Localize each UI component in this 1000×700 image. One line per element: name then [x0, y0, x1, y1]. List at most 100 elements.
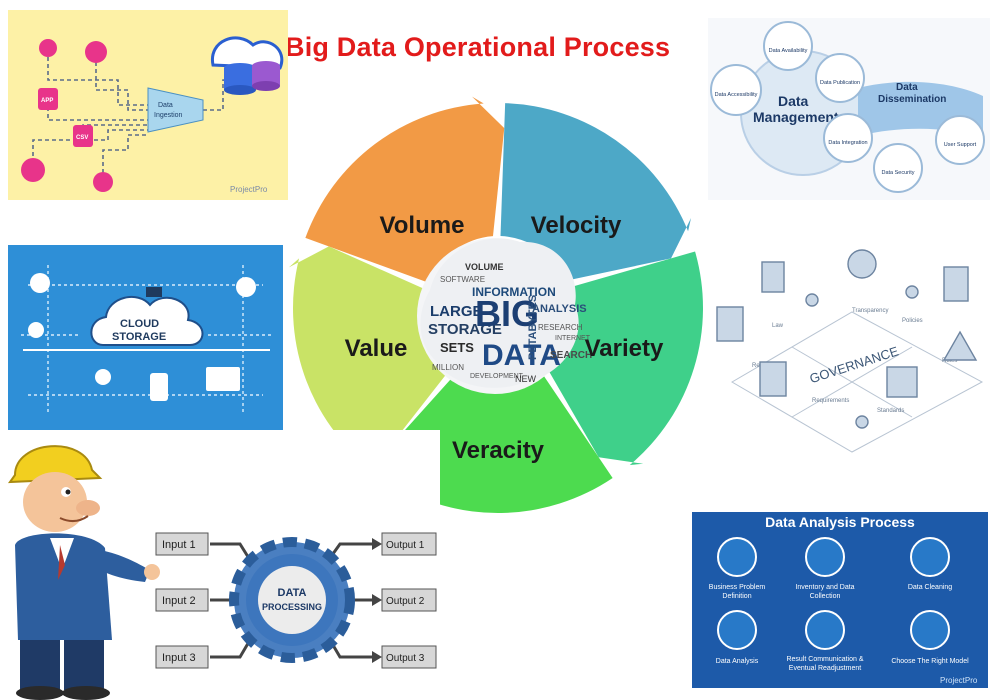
segment-label-velocity: Velocity	[531, 212, 622, 239]
server-icon	[146, 287, 162, 297]
data-processing-panel: Input 1 Input 2 Input 3 DATA PROCESSING	[0, 430, 440, 700]
step-label-cleaning: Data Cleaning	[908, 584, 952, 591]
worker-character	[7, 445, 160, 700]
node-label-integration: Data Integration	[828, 140, 867, 146]
node-security	[873, 143, 923, 193]
node-label-user-support: User Support	[944, 142, 977, 148]
dm-heading-2: Management	[753, 109, 839, 125]
person-icon	[805, 293, 819, 307]
output-label-1: Output 1	[386, 540, 425, 551]
segment-label-veracity: Veracity	[452, 437, 545, 464]
books-icon	[716, 306, 744, 342]
monitor-icon	[206, 367, 240, 391]
magnifier-icon	[847, 249, 877, 279]
cloud-word-sets: SETS	[440, 340, 474, 355]
step-label-communication-2: Eventual Readjustment	[789, 665, 861, 672]
small-cloud-icon	[30, 273, 50, 293]
person-icon-2	[905, 285, 919, 299]
person-icon-3	[855, 415, 869, 429]
upload-cloud-icon	[236, 277, 256, 297]
checklist-icon	[759, 361, 787, 397]
cloud-source-icon	[21, 158, 45, 182]
cloud-word-software: SOFTWARE	[440, 275, 485, 284]
cloud-word-storage: STORAGE	[428, 321, 502, 338]
step-icon-problem	[717, 537, 757, 577]
node-label-availability: Data Availability	[769, 48, 808, 54]
step-icon-model	[910, 610, 950, 650]
output-label-3: Output 3	[386, 653, 425, 664]
data-processing-gear-icon: DATA PROCESSING	[229, 537, 355, 663]
step-label-inventory-1: Inventory and Data	[795, 584, 854, 591]
gear-label-2: PROCESSING	[262, 602, 322, 612]
ingestion-label-1: Data	[158, 102, 173, 109]
ingestion-funnel	[147, 87, 204, 133]
database-icon	[39, 39, 57, 57]
node-label-publication: Data Publication	[820, 80, 860, 86]
warning-icon	[942, 330, 978, 361]
gavel-icon	[761, 261, 785, 293]
node-user-support	[935, 115, 985, 165]
step-icon-cleaning	[910, 537, 950, 577]
cloud-word-large: LARGE	[430, 303, 483, 320]
big-data-word-cloud: INFORMATION LARGE STORAGE BIG DATA SETS …	[417, 238, 592, 394]
gov-word-policies: Policies	[902, 318, 923, 324]
dm-heading-1: Data	[778, 93, 809, 109]
input-boxes	[155, 532, 209, 669]
wheel-segment-variety	[544, 251, 703, 466]
node-label-security: Data Security	[881, 170, 914, 176]
cloud-word-development: DEVELOPMENT	[470, 373, 524, 380]
cloud-icon	[90, 296, 204, 346]
segment-label-variety: Variety	[585, 335, 664, 362]
document-icon	[943, 266, 969, 302]
data-ingestion-panel: APP CSV Data Ingestion ProjectPro	[8, 10, 288, 200]
cloud-word-petabytes: PETABYTES	[527, 295, 539, 360]
page-title: Big Data Operational Process	[285, 32, 671, 62]
step-label-problem-1: Business Problem	[709, 584, 766, 591]
cloud-storage-panel: CLOUD STORAGE	[8, 245, 283, 430]
step-label-communication-1: Result Communication &	[786, 656, 863, 663]
step-icon-analysis	[717, 610, 757, 650]
analysis-logo: ProjectPro	[940, 676, 978, 685]
network-icon	[28, 322, 44, 338]
cloud-word-search: SEARCH	[550, 350, 592, 361]
ingestion-label-2: Ingestion	[154, 112, 183, 119]
node-publication	[815, 53, 865, 103]
cloud-word-information: INFORMATION	[472, 285, 556, 299]
cloud-word-big: BIG	[475, 293, 539, 334]
node-integration	[823, 113, 873, 163]
wheel-segment-value	[288, 246, 454, 470]
step-label-inventory-2: Collection	[810, 593, 841, 600]
input-label-2: Input 2	[162, 595, 196, 607]
wheel-segment-volume	[305, 96, 505, 284]
data-analysis-panel: Data Analysis Process Business Problem D…	[692, 512, 988, 688]
cloud-database-icon	[211, 36, 284, 95]
gear-label-1: DATA	[278, 587, 307, 599]
data-management-panel: Data Management Data Dissemination Data …	[708, 18, 990, 200]
gov-word-rules: Rules	[942, 358, 957, 364]
step-label-problem-2: Definition	[722, 593, 751, 600]
step-icon-inventory	[805, 537, 845, 577]
clipboard-icon	[886, 366, 918, 398]
cloud-word-new: NEW	[515, 374, 537, 384]
csv-file-icon	[73, 125, 93, 147]
input-label-1: Input 1	[162, 539, 196, 551]
cloud-storage-line-2: STORAGE	[112, 331, 166, 343]
gov-word-transparency: Transparency	[852, 308, 888, 314]
cloud-word-data: DATA	[482, 339, 561, 372]
wheel-segment-veracity	[387, 367, 613, 513]
wheel-segment-velocity	[500, 103, 692, 282]
gov-word-law: Law	[772, 323, 784, 329]
input-label-3: Input 3	[162, 652, 196, 664]
dissemination-heading-1: Data	[896, 82, 918, 93]
big-data-wheel: INFORMATION LARGE STORAGE BIG DATA SETS …	[288, 96, 703, 513]
cloud-word-internet: INTERNET	[555, 335, 591, 342]
node-availability	[763, 21, 813, 71]
dissemination-heading-2: Dissemination	[878, 94, 946, 105]
analysis-title: Data Analysis Process	[765, 514, 915, 530]
cloud-word-analysis: ANALYSIS	[532, 303, 587, 315]
node-label-accessibility: Data Accessibility	[715, 92, 758, 98]
gov-word-standards: Standards	[877, 408, 904, 414]
governance-panel: GOVERNANCE Law Transparency Policies Reg…	[712, 242, 994, 462]
cloud-word-research: RESEARCH	[538, 323, 583, 332]
gov-word-requirements: Requirements	[812, 398, 849, 404]
